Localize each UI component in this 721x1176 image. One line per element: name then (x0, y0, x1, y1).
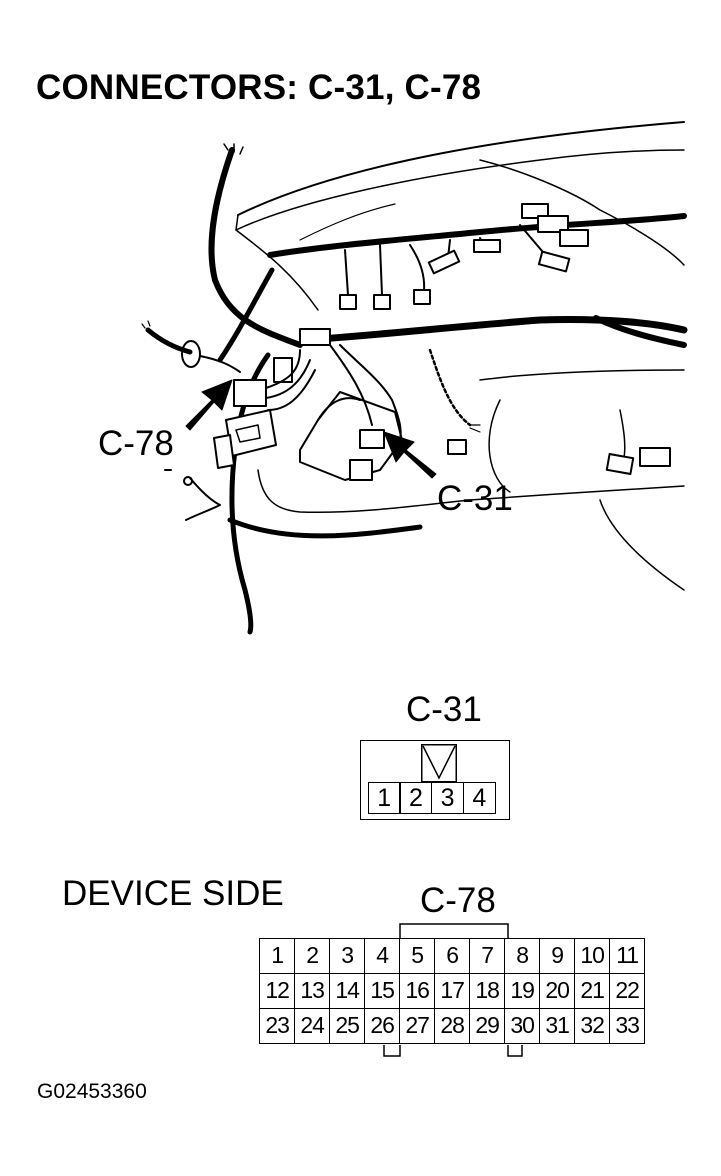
c78-pin: 17 (434, 973, 471, 1010)
dashboard-outline (237, 121, 685, 216)
c78-pin: 18 (469, 973, 506, 1010)
c78-pin: 14 (329, 973, 366, 1010)
c78-pin: 30 (504, 1008, 541, 1045)
c31-connector-face (360, 740, 510, 820)
c78-pin: 33 (609, 1008, 646, 1045)
c78-pin: 11 (609, 938, 646, 975)
c31-locking-key (421, 744, 457, 782)
c78-pin: 4 (364, 938, 401, 975)
c78-pin: 12 (259, 973, 296, 1010)
c78-pin: 3 (329, 938, 366, 975)
c78-callout-label: C-78 (98, 424, 174, 463)
c78-pin: 13 (294, 973, 331, 1010)
c78-pin: 32 (574, 1008, 611, 1045)
c78-pin-grid: 1 2 3 4 5 6 7 8 9 10 11 12 13 14 15 16 1… (259, 938, 646, 1045)
c31-pin-row: 1 2 3 4 (367, 782, 496, 814)
c78-pin: 15 (364, 973, 401, 1010)
c78-pin: 8 (504, 938, 541, 975)
c78-pin: 10 (574, 938, 611, 975)
c78-pin: 5 (399, 938, 436, 975)
c78-pin: 23 (259, 1008, 296, 1045)
c78-pin: 19 (504, 973, 541, 1010)
c78-pin: 22 (609, 973, 646, 1010)
c78-pin: 24 (294, 1008, 331, 1045)
c78-pin: 20 (539, 973, 576, 1010)
figure-code: G02453360 (37, 1080, 147, 1103)
c78-pin: 6 (434, 938, 471, 975)
c78-pin: 1 (259, 938, 296, 975)
arrow-c78 (185, 379, 233, 431)
arrow-c31 (383, 431, 437, 479)
c78-connector-label: C-78 (420, 881, 496, 920)
c31-pin: 4 (462, 782, 496, 814)
device-side-label: DEVICE SIDE (62, 874, 284, 913)
c78-pin: 7 (469, 938, 506, 975)
c78-pin: 21 (574, 973, 611, 1010)
c78-pin: 2 (294, 938, 331, 975)
c78-pin: 16 (399, 973, 436, 1010)
c78-pin: 28 (434, 1008, 471, 1045)
c78-pin: 27 (399, 1008, 436, 1045)
c78-pin: 29 (469, 1008, 506, 1045)
c31-callout-label: C-31 (437, 479, 513, 518)
c78-pin: 31 (539, 1008, 576, 1045)
c78-pin: 9 (539, 938, 576, 975)
c78-pin: 26 (364, 1008, 401, 1045)
harness-illustration (141, 121, 688, 635)
page-title: CONNECTORS: C-31, C-78 (36, 68, 482, 107)
c78-pin: 25 (329, 1008, 366, 1045)
main-harness (267, 213, 687, 258)
c31-connector-label: C-31 (406, 690, 482, 729)
